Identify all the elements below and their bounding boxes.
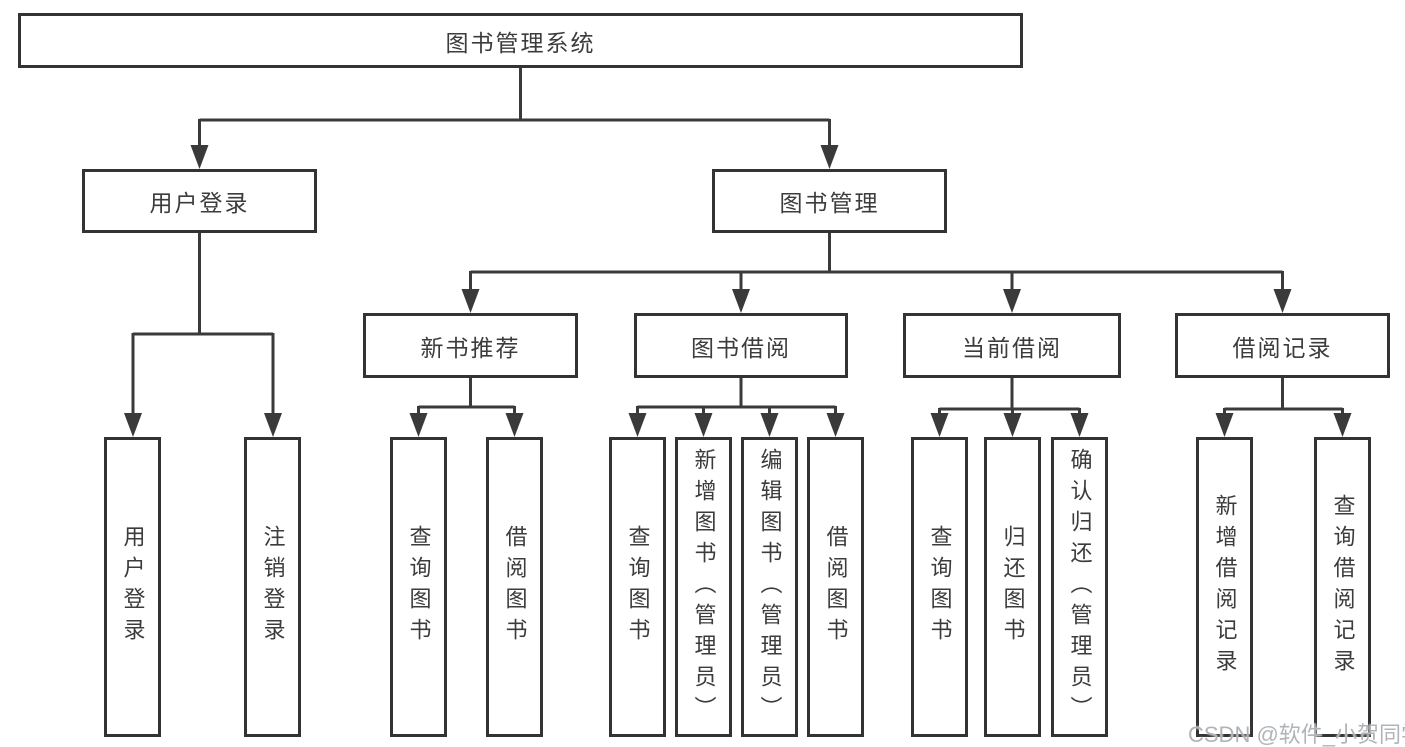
node-leaf-query-books-2: 查询图书	[609, 437, 666, 737]
node-book-borrowing: 图书借阅	[634, 313, 848, 378]
node-leaf-return-books-label: 归还图书	[1000, 525, 1026, 649]
node-leaf-add-borrow-record-label: 新增借阅记录	[1212, 494, 1238, 680]
node-leaf-query-borrow-record: 查询借阅记录	[1314, 437, 1371, 737]
node-leaf-query-books-2-label: 查询图书	[625, 525, 651, 649]
node-current-borrowing-label: 当前借阅	[962, 334, 1062, 361]
node-leaf-borrow-books-2-label: 借阅图书	[823, 525, 849, 649]
node-leaf-confirm-return-admin: 确认归还（管理员）	[1051, 437, 1108, 737]
node-leaf-logout: 注销登录	[244, 437, 301, 737]
node-current-borrowing: 当前借阅	[903, 313, 1121, 378]
node-new-book-recommend: 新书推荐	[363, 313, 578, 378]
node-book-management: 图书管理	[712, 169, 947, 233]
node-leaf-return-books: 归还图书	[984, 437, 1041, 737]
node-leaf-add-borrow-record: 新增借阅记录	[1196, 437, 1253, 737]
node-user-login: 用户登录	[82, 169, 317, 233]
node-user-login-label: 用户登录	[149, 190, 250, 216]
node-leaf-query-books-3: 查询图书	[911, 437, 968, 737]
node-leaf-add-book-admin-label: 新增图书（管理员）	[691, 447, 717, 727]
node-book-management-label: 图书管理	[779, 190, 880, 216]
node-leaf-logout-label: 注销登录	[260, 525, 286, 649]
node-leaf-user-login: 用户登录	[104, 437, 161, 737]
watermark: CSDN @软件_小贺同学	[1188, 722, 1405, 747]
node-root: 图书管理系统	[18, 13, 1023, 68]
node-leaf-user-login-label: 用户登录	[120, 525, 146, 649]
node-borrowing-records: 借阅记录	[1175, 313, 1390, 378]
node-leaf-add-book-admin: 新增图书（管理员）	[675, 437, 732, 737]
node-book-borrowing-label: 图书借阅	[691, 334, 791, 361]
node-root-label: 图书管理系统	[445, 29, 596, 56]
node-leaf-borrow-books-2: 借阅图书	[807, 437, 864, 737]
node-leaf-query-books-1: 查询图书	[390, 437, 447, 737]
node-leaf-query-books-3-label: 查询图书	[927, 525, 953, 649]
node-leaf-edit-book-admin: 编辑图书（管理员）	[741, 437, 798, 737]
node-leaf-borrow-books-1: 借阅图书	[486, 437, 543, 737]
node-leaf-confirm-return-admin-label: 确认归还（管理员）	[1067, 447, 1093, 727]
node-leaf-query-books-1-label: 查询图书	[406, 525, 432, 649]
node-new-book-recommend-label: 新书推荐	[420, 334, 521, 361]
node-borrowing-records-label: 借阅记录	[1232, 334, 1333, 361]
node-leaf-query-borrow-record-label: 查询借阅记录	[1330, 494, 1356, 680]
node-leaf-edit-book-admin-label: 编辑图书（管理员）	[757, 447, 783, 727]
node-leaf-borrow-books-1-label: 借阅图书	[502, 525, 528, 649]
